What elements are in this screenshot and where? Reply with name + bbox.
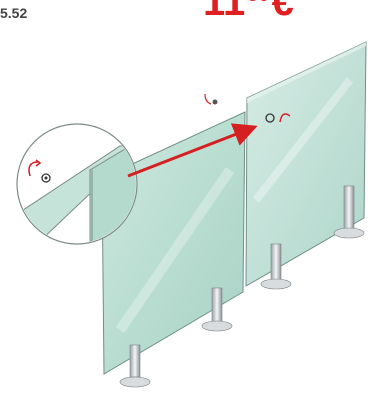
price-currency: € bbox=[271, 0, 294, 24]
post-3 bbox=[260, 243, 292, 290]
rotate-arrow-icon bbox=[28, 159, 42, 177]
product-code: 5.52 bbox=[0, 5, 28, 21]
post-4 bbox=[333, 185, 365, 239]
callout-arrow bbox=[127, 123, 258, 178]
post-1 bbox=[119, 344, 151, 388]
glass-panel-left bbox=[101, 111, 246, 375]
screw-icon bbox=[204, 93, 218, 105]
post-2 bbox=[201, 287, 233, 332]
glass-panel-right bbox=[245, 41, 367, 287]
price-tag: 1150€ bbox=[203, 0, 294, 22]
screw-icon bbox=[41, 173, 51, 183]
rotate-arrow-icon bbox=[265, 113, 291, 123]
price-main: 11 bbox=[203, 0, 246, 24]
price-cents: 50 bbox=[247, 0, 269, 6]
detail-magnifier bbox=[16, 123, 138, 245]
